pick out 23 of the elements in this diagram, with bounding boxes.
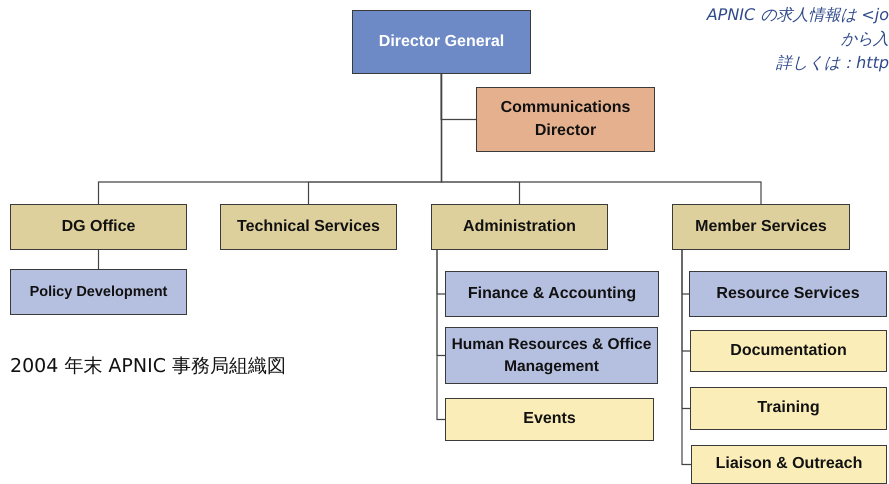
connector-line xyxy=(440,74,762,204)
connector-line xyxy=(98,250,100,269)
org-box: Resource Services xyxy=(689,271,887,317)
org-box: Events xyxy=(445,398,654,441)
org-box: Member Services xyxy=(672,204,850,250)
connector-line xyxy=(436,250,445,420)
org-box: Communications Director xyxy=(476,87,655,152)
org-box: Technical Services xyxy=(220,204,397,250)
job-notice-text: APNIC の求人情報は <jo xyxy=(706,5,889,26)
org-box: Human Resources & Office Management xyxy=(445,327,658,384)
org-box: DG Office xyxy=(10,204,187,250)
connector-line xyxy=(681,250,691,466)
org-box: Policy Development xyxy=(10,269,187,315)
job-notice-text: から入 xyxy=(841,29,889,50)
job-notice-text: 詳しくは：http xyxy=(776,53,889,74)
connector-line xyxy=(440,74,476,120)
org-box: Training xyxy=(690,387,887,430)
chart-title: 2004 年末 APNIC 事務局組織図 xyxy=(10,354,286,379)
org-box: Finance & Accounting xyxy=(445,271,659,317)
org-box: Director General xyxy=(352,10,531,74)
org-box: Liaison & Outreach xyxy=(691,445,887,484)
org-box: Administration xyxy=(431,204,608,250)
org-box: Documentation xyxy=(690,330,887,372)
